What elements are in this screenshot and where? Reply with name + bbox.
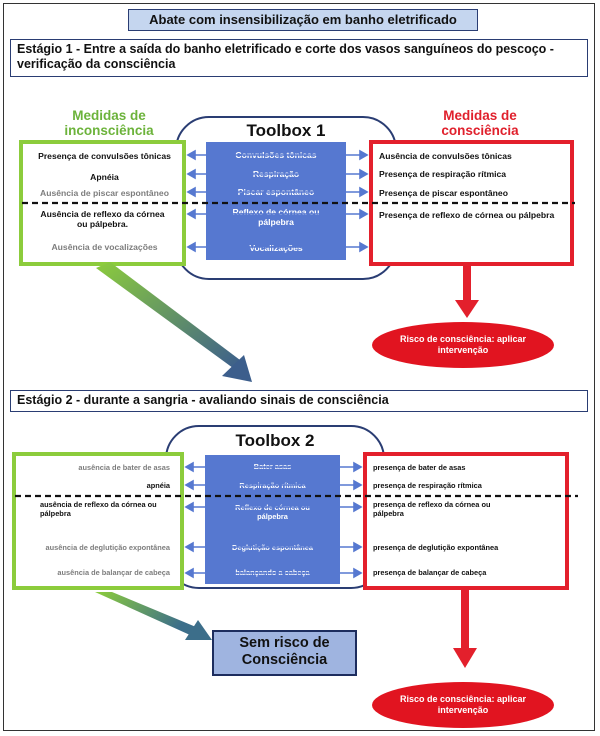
diagram-title: Abate com insensibilização em banho elet… (128, 9, 478, 31)
toolbox2-center-column (205, 455, 340, 584)
stage1-risk-label: Risco de consciência: aplicar intervençã… (399, 334, 527, 355)
stage1-right-item: Ausência de convulsões tônicas (379, 151, 512, 161)
consciousness-header: Medidas de consciência (441, 108, 519, 138)
stage2-consciousness-box (363, 452, 569, 590)
stage2-right-item: presença de respiração rítmica (373, 481, 482, 490)
stage2-left-item: apnéia (146, 481, 170, 490)
stage2-double-arrows (184, 461, 363, 579)
stage2-risk-label: Risco de consciência: aplicar intervençã… (399, 694, 527, 715)
toolbox1-item-vocalizacoes: Vocalizações (249, 243, 303, 253)
stage2-right-item: presença de balançar de cabeça (373, 568, 487, 577)
outer-frame (3, 3, 595, 731)
toolbox1-item-reflexo: Reflexo de córnea ou pálpebra (232, 207, 320, 227)
toolbox2-title: Toolbox 2 (235, 431, 315, 450)
stage2-right-item: presença de deglutição expontânea (373, 543, 499, 552)
stage2-right-item: presença de bater de asas (373, 463, 466, 472)
stage1-right-item: Presença de reflexo de córnea ou pálpebr… (379, 210, 555, 220)
stage1-label: Estágio 1 - Entre a saída do banho eletr… (10, 39, 588, 77)
stage1-red-arrow (455, 266, 479, 318)
stage1-green-arrow (96, 262, 252, 382)
stage2-left-item: ausência de reflexo da córnea ou pálpebr… (40, 500, 157, 518)
stage1-double-arrows (186, 149, 369, 253)
toolbox1-center-column (206, 142, 346, 260)
stage2-label: Estágio 2 - durante a sangria - avaliand… (10, 390, 588, 412)
stage2-risk-ellipse: Risco de consciência: aplicar intervençã… (372, 682, 554, 728)
stage1-left-item: Ausência de reflexo da córnea ou pálpebr… (40, 209, 165, 229)
stage2-left-item: ausência de balançar de cabeça (57, 568, 170, 577)
toolbox1-title: Toolbox 1 (246, 121, 326, 140)
stage1-left-item: Ausência de piscar espontâneo (40, 188, 169, 198)
stage1-right-item: Presença de respiração rítmica (379, 169, 507, 179)
no-risk-box: Sem risco de Consciência (212, 630, 357, 676)
stage1-left-item: Ausência de vocalizações (51, 242, 158, 252)
stage1-left-item: Presença de convulsões tônicas (38, 151, 171, 161)
unconsciousness-header: Medidas de inconsciência (64, 108, 154, 138)
stage2-green-arrow (95, 592, 212, 640)
stage2-right-item: presença de reflexo da córnea ou pálpebr… (373, 500, 491, 518)
stage2-left-item: ausência de deglutição expontânea (45, 543, 170, 552)
stage2-left-item: ausência de bater de asas (78, 463, 170, 472)
stage1-right-item: Presença de piscar espontâneo (379, 188, 508, 198)
stage2-red-arrow (453, 590, 477, 668)
stage2-unconsciousness-box (12, 452, 184, 590)
stage1-risk-ellipse: Risco de consciência: aplicar intervençã… (372, 322, 554, 368)
stage1-left-item: Apnéia (90, 172, 119, 182)
